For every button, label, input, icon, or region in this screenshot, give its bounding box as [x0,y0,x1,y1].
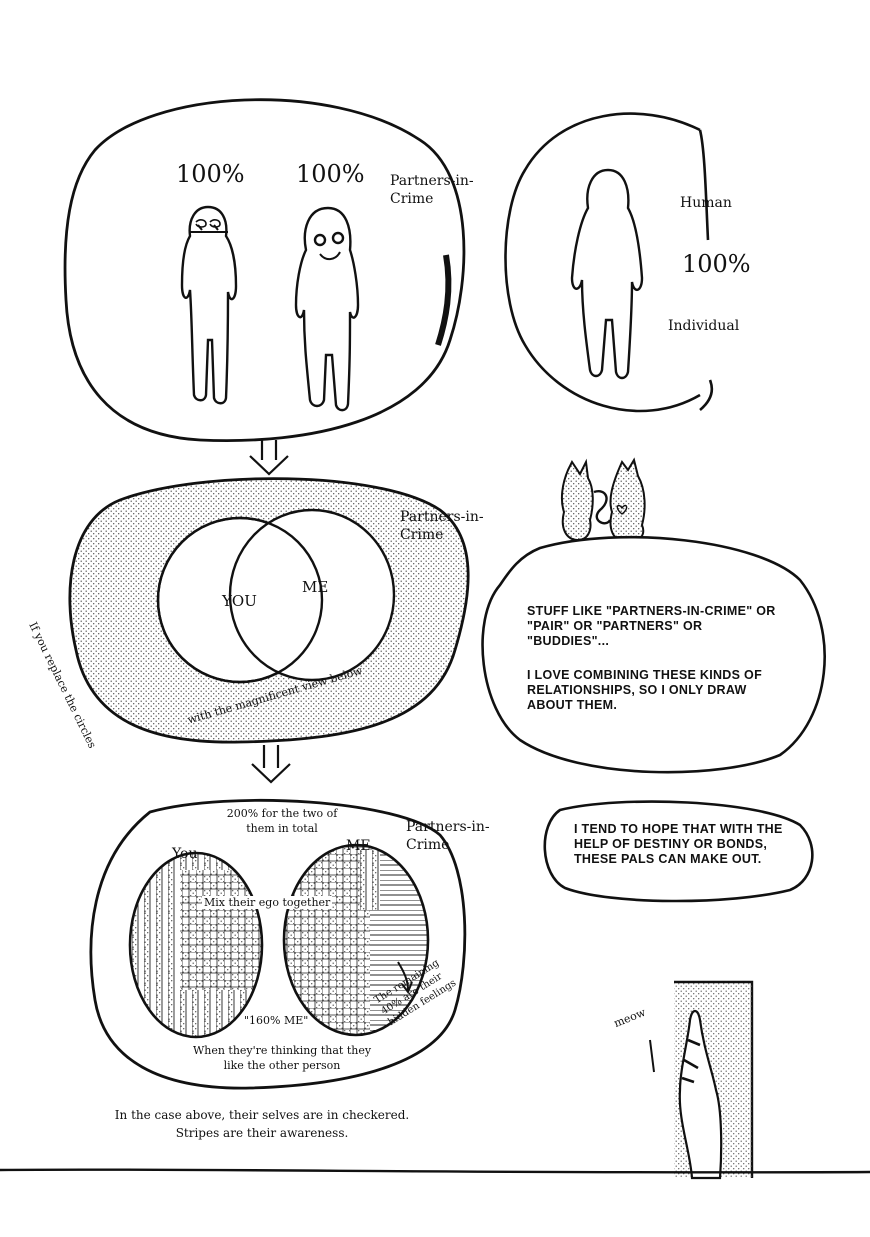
panel3-mix: Mix their ego together [202,896,333,909]
panel3-you: You [172,846,198,862]
panel2-blob [68,477,470,744]
panel1-circle [63,98,466,442]
figure-glasses [180,205,238,405]
arrow-down-2 [251,745,291,784]
panel2-you: YOU [222,592,257,610]
speech-bubble-2 [543,800,814,903]
bubble1-line1: Stuff like "Partners-in-Crime" or "Pair"… [527,604,776,648]
individual-bottom-label: Individual [668,318,740,334]
panel3-thinking: When they're thinking that they like the… [192,1044,372,1072]
remaining-arrow [397,961,413,995]
individual-top-label: Human [680,195,732,211]
you-oval-outline [128,851,264,1039]
footer-caption: In the case above, their selves are in c… [114,1108,410,1140]
individual-percent: 100% [682,250,751,278]
cat-at-door [674,980,754,1180]
figure-smiling [294,206,360,412]
cats-illustration [560,457,646,544]
me-oval-outline [282,843,430,1037]
panel3-sixty: "160% ME" [244,1014,309,1027]
panel1-left-percent: 100% [176,160,245,188]
me-oval [284,845,428,1035]
panel2-label: Partners-in-Crime [400,509,484,543]
individual-circle [504,112,714,413]
panel3-circle [89,799,467,1090]
meow-mark [649,1039,655,1073]
arrow-down-1 [249,440,289,476]
you-oval [130,853,262,1037]
panel2-me: ME [302,578,329,596]
bubble1-line2: I love combining these kinds of relation… [527,668,763,712]
panel3-total: 200% for the two of them in total [226,807,338,835]
panel1-right-percent: 100% [296,160,365,188]
speech-bubble-1 [481,535,826,774]
panel3-label: Partners-in-Crime [406,819,490,853]
panel3-me: ME [346,838,371,854]
panel1-label: Partners-in-Crime [390,173,474,207]
figure-human [570,168,644,380]
ground-line [0,1168,870,1174]
bubble2-text: I tend to hope that with the help of des… [574,822,783,866]
